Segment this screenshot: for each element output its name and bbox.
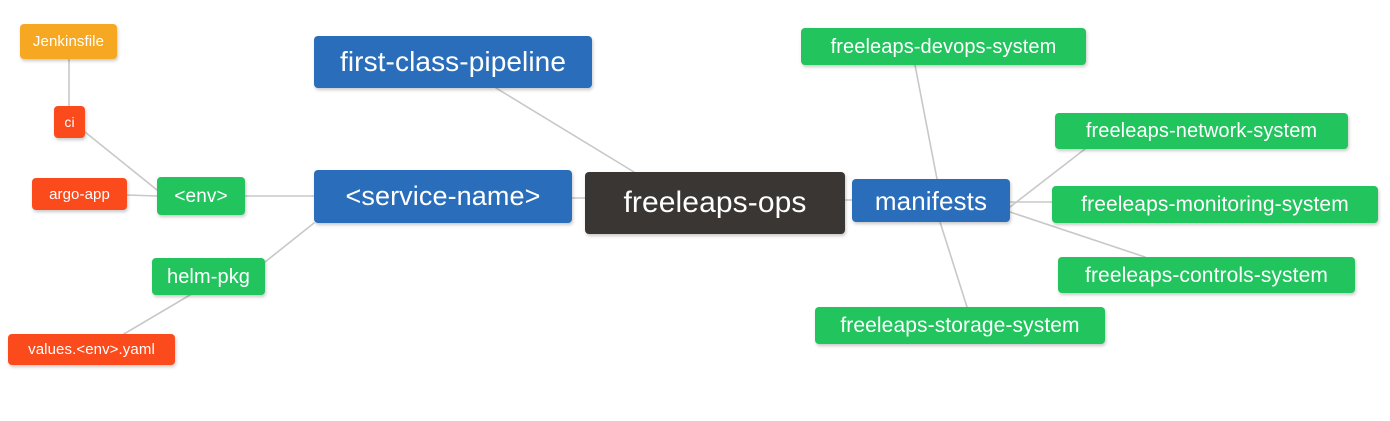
- node-env[interactable]: <env>: [157, 177, 245, 215]
- node-label-helm-pkg: helm-pkg: [166, 265, 251, 288]
- node-jenkinsfile[interactable]: Jenkinsfile: [20, 24, 117, 59]
- node-label-freeleaps-monitoring-system: freeleaps-monitoring-system: [1081, 193, 1349, 216]
- node-label-freeleaps-storage-system: freeleaps-storage-system: [840, 314, 1080, 337]
- node-label-freeleaps-ops: freeleaps-ops: [623, 186, 807, 219]
- node-label-service-name: <service-name>: [345, 181, 541, 211]
- node-label-manifests: manifests: [874, 185, 988, 216]
- node-service-name[interactable]: <service-name>: [314, 170, 572, 223]
- node-label-freeleaps-devops-system: freeleaps-devops-system: [830, 35, 1057, 58]
- node-ci[interactable]: ci: [54, 106, 85, 138]
- node-label-ci: ci: [64, 114, 75, 130]
- edge-service-name-to-helm-pkg: [264, 222, 315, 263]
- node-values-yaml[interactable]: values.<env>.yaml: [8, 334, 175, 365]
- node-manifests[interactable]: manifests: [852, 179, 1010, 222]
- node-label-values-yaml: values.<env>.yaml: [28, 341, 155, 358]
- edge-manifests-to-freeleaps-storage-system: [939, 221, 968, 308]
- node-label-first-class-pipeline: first-class-pipeline: [339, 46, 567, 77]
- node-first-class-pipeline[interactable]: first-class-pipeline: [314, 36, 592, 88]
- node-label-jenkinsfile: Jenkinsfile: [32, 33, 105, 50]
- node-label-argo-app: argo-app: [49, 185, 110, 203]
- node-freeleaps-storage-system[interactable]: freeleaps-storage-system: [815, 307, 1105, 344]
- node-label-freeleaps-controls-system: freeleaps-controls-system: [1085, 263, 1328, 287]
- node-freeleaps-network-system[interactable]: freeleaps-network-system: [1055, 113, 1348, 149]
- node-freeleaps-devops-system[interactable]: freeleaps-devops-system: [801, 28, 1086, 65]
- edge-helm-pkg-to-values-yaml: [123, 294, 191, 335]
- node-label-env: <env>: [174, 185, 228, 207]
- edge-first-class-pipeline-to-freeleaps-ops: [495, 87, 635, 173]
- node-helm-pkg[interactable]: helm-pkg: [152, 258, 265, 295]
- node-label-freeleaps-network-system: freeleaps-network-system: [1085, 120, 1318, 142]
- node-argo-app[interactable]: argo-app: [32, 178, 127, 210]
- node-freeleaps-controls-system[interactable]: freeleaps-controls-system: [1058, 257, 1355, 293]
- edge-manifests-to-freeleaps-devops-system: [914, 64, 938, 180]
- node-freeleaps-monitoring-system[interactable]: freeleaps-monitoring-system: [1052, 186, 1378, 223]
- node-freeleaps-ops[interactable]: freeleaps-ops: [585, 172, 845, 234]
- edge-argo-app-to-env: [126, 194, 158, 197]
